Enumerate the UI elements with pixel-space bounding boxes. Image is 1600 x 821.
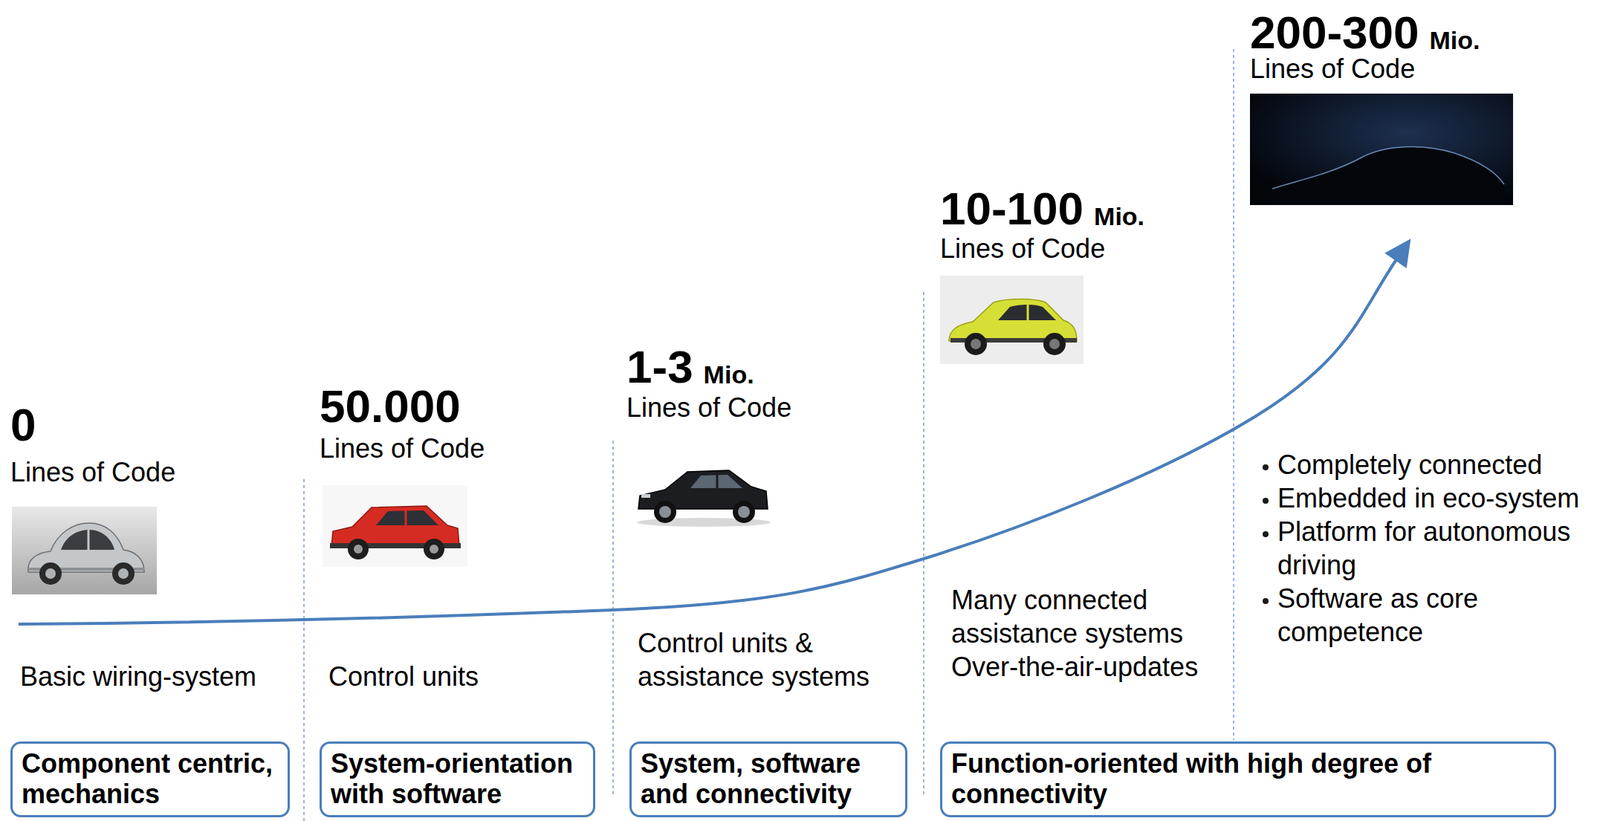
car-silhouette: [1272, 146, 1505, 206]
car-rim: [118, 568, 129, 579]
bullet-dot: [1262, 464, 1269, 471]
feature-item: Completely connected: [1277, 448, 1590, 482]
loc-count: 1-3: [626, 344, 694, 391]
photo-ground: [940, 275, 1084, 365]
stage-separator: [303, 479, 305, 821]
stage-description: Over-the-air-updates: [951, 650, 1219, 684]
loc-count: 200-300: [1249, 9, 1420, 56]
loc-count: 0: [10, 402, 36, 449]
car-pillar: [1027, 304, 1030, 321]
stage-separator: [612, 440, 614, 797]
car-wheel: [347, 538, 369, 560]
car-window: [376, 510, 439, 526]
stage-title: System-orientation with software: [330, 748, 584, 811]
feature-item: Embedded in eco-system: [1277, 481, 1590, 516]
car-wheel: [964, 332, 987, 356]
car-wheel: [423, 538, 445, 560]
stage-box: Component centric, mechanics: [10, 741, 290, 818]
car-rim: [353, 544, 363, 554]
car-wheel: [112, 562, 135, 585]
feature-item: Platform for autonomous driving: [1277, 515, 1590, 582]
car-window: [998, 304, 1057, 321]
stage-description: Control units & assistance systems: [637, 626, 906, 694]
car-rim: [737, 506, 750, 518]
count-caption: Lines of Code: [319, 432, 485, 465]
unit-label: Mio.: [703, 361, 755, 388]
unit-label: Mio.: [1429, 27, 1481, 53]
car-rim: [970, 338, 981, 350]
car-lamp: [641, 494, 651, 498]
photo-ground: [630, 446, 774, 532]
car-body: [331, 506, 460, 547]
car-rim: [45, 568, 56, 579]
car-window: [60, 529, 115, 550]
stage-description: Control units: [328, 659, 597, 694]
count-caption: Lines of Code: [626, 391, 792, 424]
car-rim: [1049, 338, 1060, 350]
car-wheel: [1043, 332, 1066, 356]
bullet-dot: [1262, 497, 1269, 504]
photo-ground: [322, 485, 468, 568]
count-caption: Lines of Code: [1249, 52, 1415, 85]
car-pillar: [716, 474, 719, 489]
growth-curve: [18, 256, 1399, 625]
stage-description: Many connected assistance systems: [951, 583, 1219, 651]
car-rim-light: [1272, 146, 1505, 189]
car-pillar: [87, 529, 90, 550]
stage-description: Basic wiring-system: [20, 659, 288, 694]
stage-box: System, software and connectivity: [629, 741, 908, 818]
feature-item: Software as core competence: [1277, 581, 1590, 649]
count-caption: Lines of Code: [940, 232, 1106, 265]
stage-title: Component centric, mechanics: [21, 748, 278, 811]
car-rim: [659, 506, 672, 518]
photo-ground: [1249, 93, 1514, 206]
stage-separator: [1232, 49, 1235, 741]
unit-label: Mio.: [1093, 203, 1145, 229]
stage-title: Function-oriented with high degree of co…: [951, 748, 1457, 811]
stage-box: System-orientation with software: [319, 741, 596, 818]
car-window: [690, 474, 743, 489]
stage-separator: [922, 292, 925, 797]
car-wheel: [732, 500, 756, 524]
car-rim: [429, 544, 439, 554]
count-caption: Lines of Code: [10, 456, 176, 489]
car-wheel: [39, 562, 62, 585]
loc-count: 10-100: [940, 185, 1084, 232]
car-wheel: [653, 500, 677, 524]
bullet-dot: [1262, 531, 1269, 538]
stage-title: System, software and connectivity: [640, 748, 879, 811]
car-pillar: [405, 510, 408, 526]
photo-ground: [11, 506, 157, 595]
bullet-dot: [1262, 598, 1269, 605]
stage-box: Function-oriented with high degree of co…: [940, 741, 1557, 818]
loc-count: 50.000: [319, 383, 461, 430]
